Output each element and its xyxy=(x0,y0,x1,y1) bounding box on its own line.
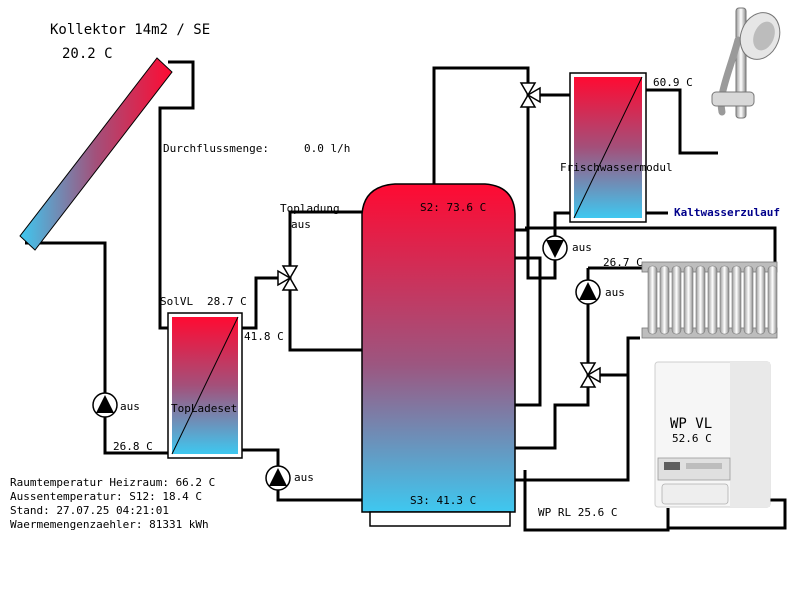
wp-vl-temp: 52.6 C xyxy=(672,432,712,445)
status-outside-temp: Aussentemperatur: S12: 18.4 C xyxy=(10,490,202,503)
collector-title: Kollektor 14m2 / SE xyxy=(50,22,210,38)
pump-fresh-state: aus xyxy=(572,241,592,254)
valve-heating-icon xyxy=(579,362,601,388)
solar-collector xyxy=(19,57,173,251)
shower-icon xyxy=(711,7,781,119)
fresh-water-module xyxy=(569,72,647,223)
solvl-temp: 28.7 C xyxy=(207,295,247,308)
cold-water-inlet-label: Kaltwasserzulauf xyxy=(674,206,780,219)
ladeset-label: TopLadeset xyxy=(171,402,237,415)
pump-fresh-water-icon xyxy=(542,235,568,261)
wp-rl-label: WP RL 25.6 C xyxy=(538,506,617,519)
collector-temp: 20.2 C xyxy=(62,46,113,62)
storage-tank xyxy=(361,183,516,527)
valve-topladung-icon xyxy=(277,265,299,291)
fresh-module-label: Frischwassermodul xyxy=(560,161,673,174)
tank-s3-temp: S3: 41.3 C xyxy=(410,494,476,507)
pump-collector-icon xyxy=(92,392,118,418)
tank-s2-temp: S2: 73.6 C xyxy=(420,201,486,214)
flow-value: 0.0 l/h xyxy=(304,142,350,155)
collector-return-temp: 26.8 C xyxy=(113,440,153,453)
pump-heating-state: aus xyxy=(605,286,625,299)
flow-label: Durchflussmenge: xyxy=(163,142,269,155)
solvl-label: SolVL xyxy=(160,295,193,308)
wp-vl-label: WP VL xyxy=(670,416,712,432)
valve-fresh-water-icon xyxy=(519,82,541,108)
pump-heating-icon xyxy=(575,279,601,305)
pump-ladeset-state: aus xyxy=(294,471,314,484)
status-room-temp: Raumtemperatur Heizraum: 66.2 C xyxy=(10,476,215,489)
fresh-hot-temp: 60.9 C xyxy=(653,76,693,89)
topladung-label: Topladung xyxy=(280,202,340,215)
pump-ladeset-icon xyxy=(265,465,291,491)
radiator-icon xyxy=(641,261,778,339)
pump-collector-state: aus xyxy=(120,400,140,413)
heating-flow-temp: 26.7 C xyxy=(603,256,643,269)
status-timestamp: Stand: 27.07.25 04:21:01 xyxy=(10,504,169,517)
heat-pump-unit xyxy=(654,361,771,508)
topladung-state: aus xyxy=(291,218,311,231)
topladeset-exchanger xyxy=(167,312,243,459)
ladeset-out-temp: 41.8 C xyxy=(244,330,284,343)
status-heat-meter: Waermemengenzaehler: 81331 kWh xyxy=(10,518,209,531)
